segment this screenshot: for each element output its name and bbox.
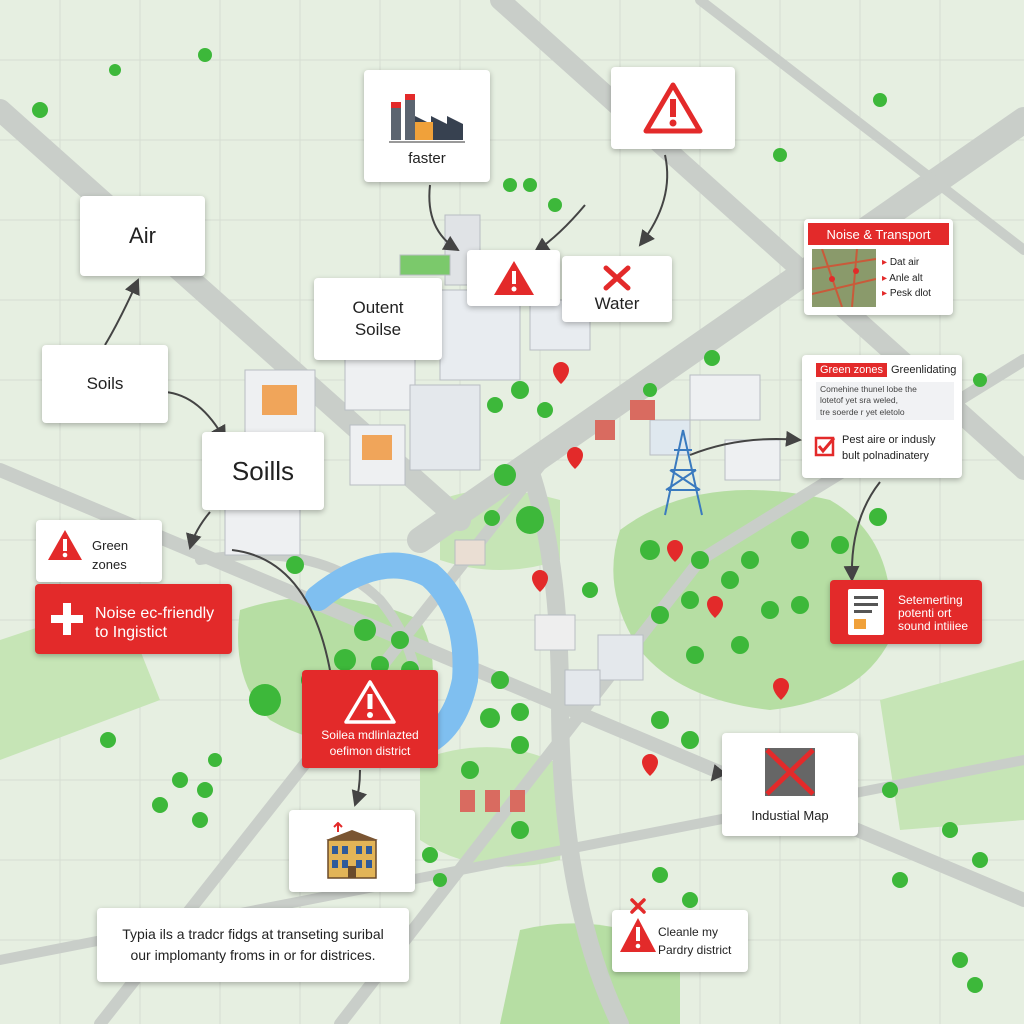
green-panel-note: Comehine thunel lobe the lotetof yet sra…	[816, 382, 954, 421]
power-tower-icon	[664, 429, 703, 516]
industrial-map-label: Industial Map	[751, 808, 829, 823]
noise-panel-items: ▸ Dat air ▸ Anle alt ▸ Pesk dlot	[882, 257, 931, 299]
soills-label: Soills	[231, 455, 295, 486]
noise-item: Dat air	[889, 257, 920, 268]
building-icon	[326, 822, 378, 879]
outent-soilse-label: Outent Soilse	[352, 297, 404, 339]
red-x-icon	[765, 748, 815, 796]
warning-icon	[344, 680, 396, 724]
noise-friendly-label: Noise ec-friendly to Ingistict	[95, 605, 215, 642]
soiles-warning-label: Soilea mdlinlazted oefimon district	[321, 727, 419, 758]
setemerting-label: Setemerting potenti ort sound intiiiee	[898, 593, 969, 634]
soills-card[interactable]: Soills	[202, 432, 324, 510]
faster-card[interactable]: faster	[364, 70, 490, 182]
industrial-map-card[interactable]: Industial Map	[722, 733, 858, 836]
warning-card-top[interactable]	[611, 67, 735, 149]
outent-soilse-card[interactable]: Outent Soilse	[314, 278, 442, 360]
document-icon	[848, 589, 884, 635]
soils-label: Soils	[86, 374, 124, 393]
soiles-warning-card[interactable]: Soilea mdlinlazted oefimon district	[302, 670, 438, 768]
red-x-icon	[603, 265, 631, 290]
warning-icon	[620, 898, 656, 952]
noise-item: Anle alt	[889, 272, 923, 284]
cleanle-card[interactable]: Cleanle my Pardry district	[612, 898, 748, 972]
green-panel-title: Greenlidating	[890, 364, 957, 376]
trees	[32, 48, 988, 993]
river	[305, 552, 479, 758]
air-card[interactable]: Air	[80, 196, 205, 276]
noise-friendly-banner[interactable]: Noise ec-friendly to Ingistict	[35, 584, 232, 654]
warning-icon	[643, 82, 703, 134]
water-label: Water	[594, 293, 640, 313]
green-zones-panel[interactable]: Green zones Greenlidating Comehine thune…	[802, 355, 962, 478]
soils-card[interactable]: Soils	[42, 345, 168, 423]
green-zones-label: Green zones	[92, 538, 129, 572]
map-thumbnail-icon	[812, 249, 876, 307]
noise-item: Pesk dlot	[889, 288, 931, 299]
checkbox-icon[interactable]	[814, 435, 836, 457]
footer-note: Typia ils a tradcr fidgs at transeting s…	[122, 926, 384, 963]
green-zones-card[interactable]: Green zones	[36, 520, 162, 582]
faster-label: faster	[408, 149, 446, 167]
noise-panel-title: Noise & Transport	[808, 223, 949, 245]
warning-card-small[interactable]	[467, 250, 560, 306]
building-card[interactable]	[289, 810, 415, 892]
air-label: Air	[129, 223, 156, 248]
green-panel-header: Green zones Greenlidating	[816, 363, 956, 377]
warning-icon	[48, 530, 82, 560]
water-card[interactable]: Water	[562, 256, 672, 322]
plus-icon	[51, 603, 83, 635]
footer-note-card: Typia ils a tradcr fidgs at transeting s…	[97, 908, 409, 982]
warning-icon	[493, 261, 534, 295]
connector-arrows	[104, 154, 881, 807]
green-zones-badge: Green zones	[816, 363, 887, 377]
noise-transport-panel[interactable]: Noise & Transport ▸ Dat air ▸ Anle alt ▸…	[804, 219, 953, 315]
factory-icon	[389, 93, 465, 143]
setemerting-card[interactable]: Setemerting potenti ort sound intiiiee	[830, 580, 982, 644]
green-panel-check-text: Pest aire or indusly bult polnadinatery	[842, 434, 936, 462]
cleanle-label: Cleanle my Pardry district	[658, 925, 732, 957]
map-pin-icon	[532, 362, 789, 776]
